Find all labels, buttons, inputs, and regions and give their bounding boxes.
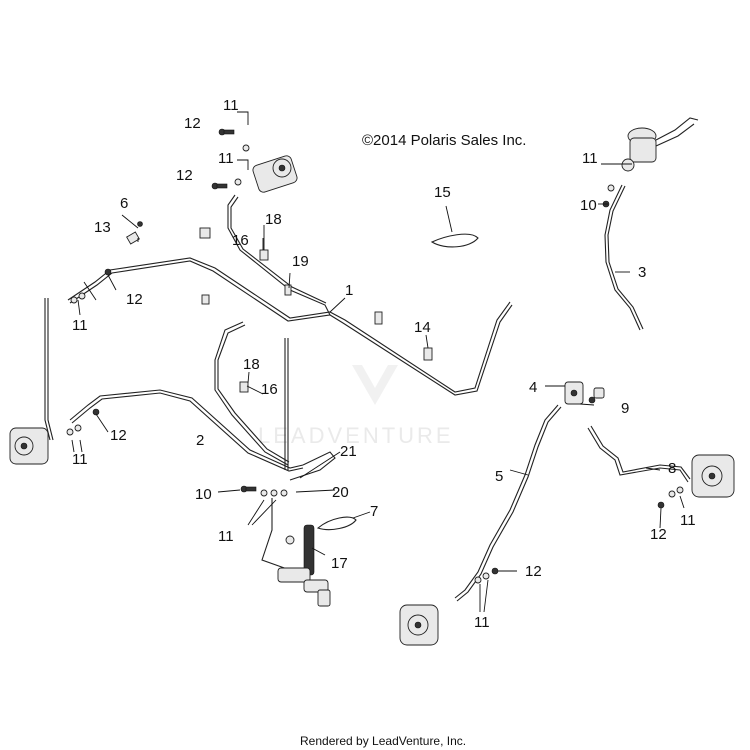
brake-switch-assembly-icon [277, 524, 331, 607]
callout-14: 14 [414, 319, 431, 336]
callout-21: 21 [340, 443, 357, 460]
front-left-caliper-icon [252, 155, 298, 193]
callout-20: 20 [332, 484, 349, 501]
callout-11: 11 [218, 528, 234, 545]
brake-lines [44, 184, 691, 602]
callout-11: 11 [474, 614, 490, 631]
callout-15: 15 [434, 184, 451, 201]
callout-9: 9 [621, 400, 629, 417]
callout-12: 12 [525, 563, 542, 580]
callout-19: 19 [292, 253, 309, 270]
callout-5: 5 [495, 468, 503, 485]
callout-12: 12 [126, 291, 143, 308]
callout-17: 17 [331, 555, 348, 572]
components [9, 117, 735, 646]
callout-8: 8 [668, 460, 676, 477]
copyright-notice: ©2014 Polaris Sales Inc. [362, 132, 526, 149]
callout-7: 7 [370, 503, 378, 520]
callout-16: 16 [232, 232, 249, 249]
callout-2: 2 [196, 432, 204, 449]
callout-11: 11 [72, 451, 88, 468]
callout-18: 18 [265, 211, 282, 228]
callout-11: 11 [72, 317, 88, 334]
callout-11: 11 [680, 512, 696, 529]
fittings [66, 128, 684, 584]
junction-block-icon [564, 381, 605, 405]
callout-12: 12 [650, 526, 667, 543]
callout-11: 11 [582, 150, 598, 167]
callout-12: 12 [176, 167, 193, 184]
callout-10: 10 [580, 197, 597, 214]
master-cylinder-icon [621, 117, 699, 172]
rear-right-caliper-icon [691, 454, 735, 498]
watermark-text: LEADVENTURE [258, 423, 454, 448]
callout-16: 16 [261, 381, 278, 398]
callout-13: 13 [94, 219, 111, 236]
callout-11: 11 [218, 150, 234, 167]
watermark: LEADVENTURE [258, 365, 454, 448]
callout-11: 11 [223, 97, 239, 114]
callout-12: 12 [184, 115, 201, 132]
front-right-caliper-icon [399, 604, 439, 646]
callout-12: 12 [110, 427, 127, 444]
callout-4: 4 [529, 379, 537, 396]
callout-10: 10 [195, 486, 212, 503]
callout-1: 1 [345, 282, 353, 299]
callout-labels: 11 12 11 12 6 13 18 16 19 12 11 1 15 14 … [72, 97, 696, 631]
leader-lines [71, 111, 685, 613]
footer-credit: Rendered by LeadVenture, Inc. [300, 734, 466, 748]
callout-3: 3 [638, 264, 646, 281]
rear-left-caliper-icon [9, 427, 49, 465]
callout-6: 6 [120, 195, 128, 212]
callout-18: 18 [243, 356, 260, 373]
